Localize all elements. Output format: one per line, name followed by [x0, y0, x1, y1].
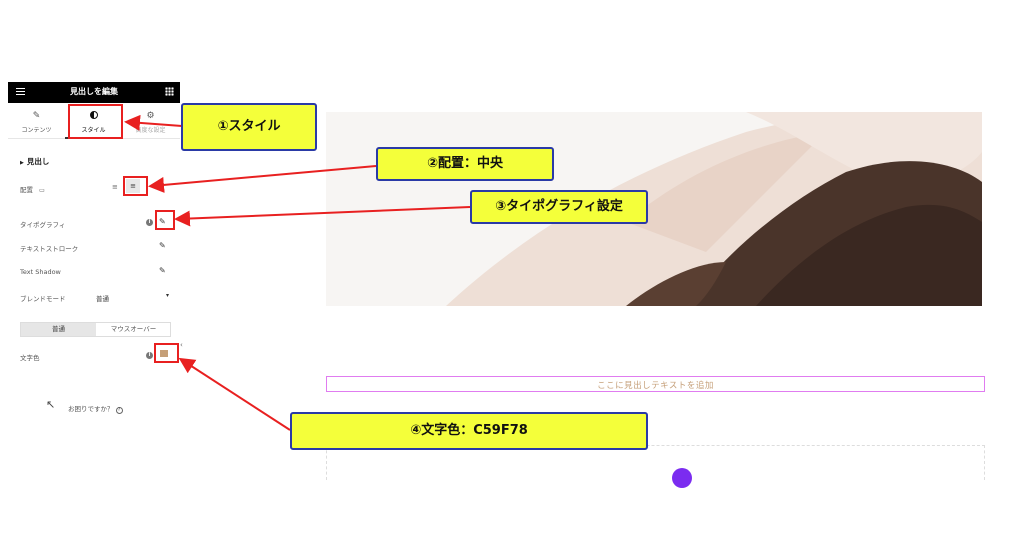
widgets-grid-icon[interactable]	[165, 87, 174, 96]
global-color-icon[interactable]: i	[146, 352, 153, 359]
heading-placeholder[interactable]: ここに見出しテキストを追加	[597, 381, 714, 391]
add-section-button[interactable]	[672, 468, 692, 488]
highlight-align-center	[123, 176, 148, 196]
tab-advanced[interactable]: ⚙ 高度な設定	[122, 103, 179, 139]
blend-mode-label: ブレンドモード	[20, 295, 66, 303]
text-color-label: 文字色	[20, 354, 40, 362]
highlight-typography	[155, 210, 175, 230]
collapse-panel-icon[interactable]: ‹	[180, 341, 183, 349]
state-tabs: 普通 マウスオーバー	[20, 322, 171, 337]
arrow-typography	[174, 206, 471, 227]
half-circle-icon	[65, 111, 122, 122]
align-left-button[interactable]: ≡	[112, 183, 118, 191]
help-text: お困りですか？	[68, 405, 114, 413]
typography-label: タイポグラフィ	[20, 221, 66, 229]
hamburger-menu-icon[interactable]	[16, 88, 25, 95]
callout-typography: ③タイポグラフィ設定	[470, 190, 648, 224]
section-heading[interactable]: ▶見出し	[20, 156, 49, 167]
tab-style-label: スタイル	[81, 127, 106, 134]
tab-hover[interactable]: マウスオーバー	[110, 325, 157, 333]
align-label-row: 配置 ▭	[20, 184, 45, 194]
text-stroke-label: テキストストローク	[20, 245, 79, 253]
help-link[interactable]: お困りですか？ ?	[68, 403, 123, 414]
callout-align: ②配置：中央	[376, 147, 554, 181]
section-title: 見出し	[26, 157, 50, 166]
text-shadow-edit-icon[interactable]: ✎	[159, 266, 166, 275]
panel-title: 見出しを編集	[70, 87, 118, 96]
empty-section[interactable]	[326, 445, 985, 480]
desktop-icon[interactable]: ▭	[39, 187, 45, 194]
chevron-down-icon: ▾	[165, 292, 169, 299]
text-color-swatch[interactable]	[160, 350, 168, 357]
editor-panel: 見出しを編集 ✎ コンテンツ スタイル ⚙ 高度な設定 ▶見出し 配置 ▭ ≡ …	[8, 82, 180, 432]
gear-icon: ⚙	[146, 111, 155, 121]
blend-mode-select[interactable]: 普通 ▾	[94, 290, 171, 304]
arrow-style	[124, 114, 183, 131]
text-stroke-edit-icon[interactable]: ✎	[159, 241, 166, 250]
tab-advanced-label: 高度な設定	[135, 127, 166, 134]
arrow-color	[178, 357, 291, 431]
align-center-button[interactable]: ≡	[126, 179, 140, 193]
mouse-cursor-icon: ↖	[46, 398, 56, 411]
highlight-style-tab	[68, 104, 123, 139]
info-icon[interactable]: i	[146, 219, 153, 226]
arrow-align	[148, 165, 377, 193]
tab-content[interactable]: ✎ コンテンツ	[8, 103, 65, 139]
highlight-text-color	[154, 343, 179, 363]
callout-style: ①スタイル	[181, 103, 317, 151]
callout-color: ④文字色：C59F78	[290, 412, 648, 450]
caret-down-icon: ▶	[20, 160, 24, 166]
align-label: 配置	[20, 186, 33, 194]
panel-topbar: 見出しを編集	[8, 82, 180, 103]
text-shadow-label: Text Shadow	[20, 268, 61, 276]
tab-content-label: コンテンツ	[21, 127, 52, 134]
tab-normal[interactable]: 普通	[21, 323, 96, 336]
heading-widget[interactable]: ここに見出しテキストを追加	[326, 376, 985, 392]
pencil-icon: ✎	[32, 111, 41, 121]
question-icon: ?	[115, 407, 123, 414]
typography-edit-icon[interactable]: ✎	[159, 217, 166, 226]
blend-mode-value: 普通	[96, 295, 109, 303]
